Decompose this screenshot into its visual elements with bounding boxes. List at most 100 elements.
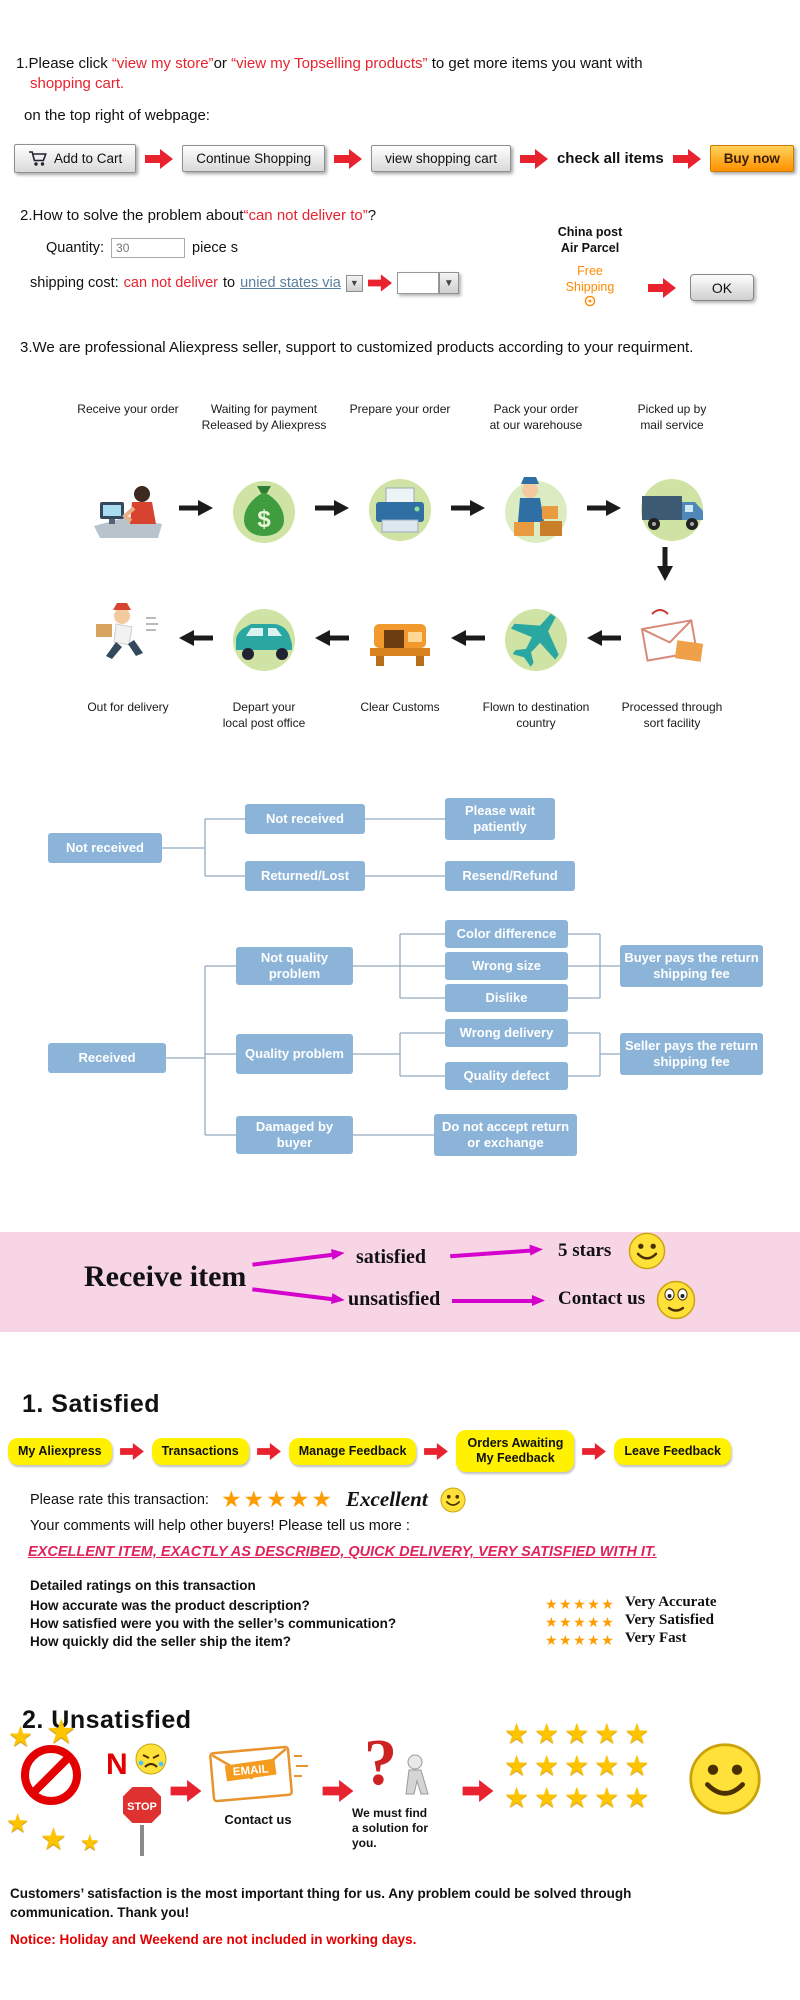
down-arrow-icon (657, 547, 673, 581)
satisfied-text: satisfied (356, 1246, 426, 1268)
solution-line: you. (352, 1836, 377, 1850)
flow-node-not-quality-problem: Not quality problem (236, 947, 353, 985)
five-star-grid: ★★★★★ ★★★★★ ★★★★★ (504, 1718, 655, 1814)
quantity-row: Quantity: piece s (46, 238, 238, 258)
shipping-row: shipping cost:can not deliver to unied s… (30, 272, 459, 294)
red-arrow-icon (170, 1780, 202, 1802)
view-shopping-cart-button[interactable]: view shopping cart (371, 145, 511, 172)
letter-n-icon: N (106, 1748, 128, 1781)
step-label-line: sort facility (643, 715, 701, 730)
flow-node-please-wait: Please wait patiently (445, 798, 555, 840)
footer-line-2: communication. Thank you! (10, 1905, 190, 1920)
flow-node-damaged-by-buyer: Damaged by buyer (236, 1116, 353, 1154)
contact-us-label[interactable]: Contact us (224, 1812, 292, 1827)
steps-bottom-icons (60, 598, 740, 678)
quantity-input[interactable] (111, 238, 186, 258)
feedback-example-text: EXCELLENT ITEM, EXACTLY AS DESCRIBED, QU… (28, 1544, 657, 1560)
detailed-ratings-title: Detailed ratings on this transaction (30, 1578, 256, 1593)
dropdown-field[interactable] (396, 272, 439, 294)
intro-line-1: 1.Please click “view my store”or “view m… (16, 54, 788, 74)
flow-node-received: Received (48, 1043, 166, 1073)
step-label: Clear Customs (332, 700, 468, 731)
red-arrow-icon (119, 1442, 144, 1460)
add-to-cart-button[interactable]: Add to Cart (14, 144, 137, 173)
step-label-line: at our warehouse (489, 417, 583, 432)
truck-icon (641, 479, 703, 541)
star-row: ★★★★★ (504, 1782, 655, 1813)
china-post-line2: Air Parcel (560, 241, 620, 256)
dropdown-caret[interactable]: ▼ (438, 272, 459, 294)
buy-now-button[interactable]: Buy now (709, 145, 794, 172)
step-label: Out for delivery (60, 700, 196, 731)
continue-shopping-button[interactable]: Continue Shopping (182, 145, 326, 172)
free-shipping-line1: Free (577, 264, 603, 278)
email-text: EMAIL (232, 1763, 269, 1778)
view-my-store-link-text[interactable]: “view my store” (111, 55, 214, 72)
detail-rating-stars[interactable]: ★★★★★ (545, 1614, 616, 1630)
country-dropdown-caret[interactable]: ▼ (345, 274, 363, 292)
receive-item-band: Receive item satisfied unsatisfied 5 sta… (0, 1232, 800, 1332)
step-orders-awaiting-feedback[interactable]: Orders Awaiting My Feedback (456, 1430, 575, 1472)
step-label-line: Clear Customs (360, 700, 440, 714)
step-leave-feedback[interactable]: Leave Feedback (614, 1437, 732, 1465)
ok-label: OK (711, 279, 733, 296)
notice-text: Notice: Holiday and Weekend are not incl… (10, 1932, 417, 1947)
step-my-aliexpress[interactable]: My Aliexpress (8, 1437, 112, 1465)
ok-button[interactable]: OK (690, 274, 754, 301)
red-arrow-icon (672, 148, 701, 169)
black-arrow-icon (179, 500, 213, 516)
black-arrow-icon (587, 500, 621, 516)
star-icon: ★ (46, 1713, 77, 1751)
rating-stars[interactable]: ★★★★★ (220, 1486, 335, 1512)
step-manage-feedback[interactable]: Manage Feedback (288, 1437, 417, 1465)
worker-boxes-icon (505, 477, 567, 543)
quantity-unit: piece s (192, 240, 238, 256)
magenta-arrow-icon (452, 1295, 545, 1306)
flow-node-dislike: Dislike (445, 984, 568, 1012)
van-icon (233, 609, 295, 671)
money-bag-icon: $ (233, 481, 295, 543)
flow-node-returned-lost: Returned/Lost (245, 861, 365, 891)
quantity-label: Quantity: (46, 240, 105, 256)
surprised-smiley-icon (656, 1280, 696, 1320)
black-arrow-icon (451, 500, 485, 516)
view-shopping-cart-label: view shopping cart (385, 151, 497, 166)
country-link[interactable]: unied states via (240, 275, 341, 291)
cart-flow-row: Add to Cart Continue Shopping view shopp… (14, 144, 796, 173)
topselling-link-text[interactable]: “view my Topselling products” (231, 55, 428, 72)
step-label-line: Flown to destination (482, 700, 590, 714)
free-shipping-icon (584, 295, 596, 307)
step-label: Prepare your order (332, 402, 468, 433)
rating-question: How quickly did the seller ship the item… (30, 1634, 292, 1649)
smiley-icon (439, 1486, 466, 1513)
detail-rating-stars[interactable]: ★★★★★ (545, 1596, 616, 1612)
flow-node-no-return: Do not accept return or exchange (434, 1114, 577, 1156)
step-label-line: Receive your order (77, 402, 179, 416)
intro-text-a: 1.Please click (16, 55, 112, 72)
comments-hint: Your comments will help other buyers! Pl… (30, 1518, 410, 1534)
solution-text: We must find a solution for you. (352, 1806, 462, 1851)
dollar-glyph: $ (257, 506, 271, 533)
footer-line-1: Customers’ satisfaction is the most impo… (10, 1886, 632, 1901)
detail-rating-stars[interactable]: ★★★★★ (545, 1632, 616, 1648)
cannot-deliver-text: can not deliver (123, 275, 218, 291)
email-envelope-icon: EMAIL (209, 1745, 308, 1803)
after-sale-flowchart: Not received Not received Returned/Lost … (0, 788, 800, 1188)
shipping-method-dropdown[interactable]: ▼ (396, 272, 459, 294)
step-label-line: Waiting for payment (210, 402, 318, 416)
step-icon-cell (604, 598, 740, 678)
step-transactions[interactable]: Transactions (151, 1437, 249, 1465)
red-arrow-icon (519, 148, 548, 169)
envelopes-icon (640, 609, 704, 662)
feedback-steps-row: My Aliexpress Transactions Manage Feedba… (8, 1430, 796, 1472)
free-shipping-label: Free Shipping (540, 264, 640, 312)
intro-line-2: shopping cart. (30, 75, 125, 92)
star-icon: ★ (6, 1808, 30, 1838)
step-label-line: Picked up by (637, 402, 707, 416)
